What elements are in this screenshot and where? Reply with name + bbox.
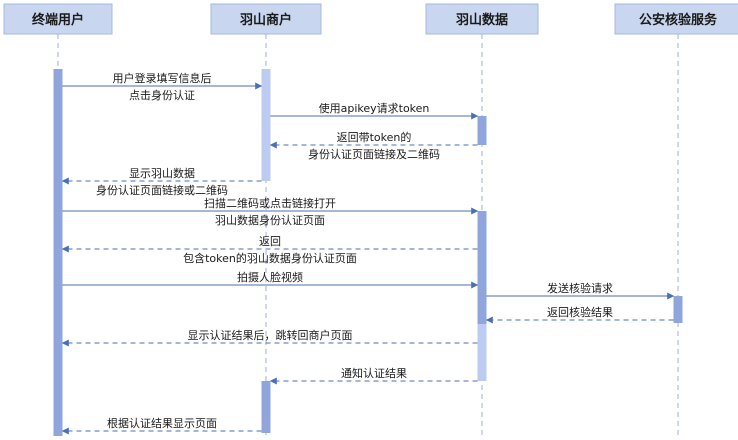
message-label: 发送核验请求 xyxy=(547,281,613,295)
actor-label-merchant: 羽山商户 xyxy=(240,12,292,28)
actor-user: 终端用户 xyxy=(3,3,113,35)
actor-box-merchant xyxy=(210,3,322,35)
actor-yushan: 羽山数据 xyxy=(425,3,539,35)
message-12: 根据认证结果显示页面 xyxy=(61,416,262,435)
message-label: 显示认证结果后，跳转回商户页面 xyxy=(188,328,353,342)
activation-bar-merchant-6 xyxy=(261,381,271,433)
message-label: 通知认证结果 xyxy=(341,366,407,380)
message-label: 身份认证页面链接或二维码 xyxy=(96,183,228,197)
activation-bar-yushan-2 xyxy=(477,116,487,145)
message-label: 根据认证结果显示页面 xyxy=(107,416,217,430)
message-7: 拍摄人脸视频 xyxy=(62,270,479,289)
message-2: 使用apikey请求token xyxy=(270,102,479,120)
message-label: 点击身份认证 xyxy=(129,88,195,102)
message-label: 包含token的羽山数据身份认证页面 xyxy=(183,251,357,265)
message-label: 用户登录填写信息后 xyxy=(113,71,212,85)
actor-police: 公安核验服务 xyxy=(614,3,738,35)
message-11: 通知认证结果 xyxy=(269,366,478,385)
message-label: 返回 xyxy=(259,235,281,248)
message-9: 返回核验结果 xyxy=(485,305,674,324)
actor-label-user: 终端用户 xyxy=(32,12,84,28)
activation-bar-yushan-4 xyxy=(477,324,487,381)
message-label: 拍摄人脸视频 xyxy=(237,270,303,284)
message-8: 发送核验请求 xyxy=(486,281,675,300)
message-10: 显示认证结果后，跳转回商户页面 xyxy=(61,328,478,347)
activation-bar-yushan-3 xyxy=(477,211,487,324)
message-label: 显示羽山数据 xyxy=(129,166,195,180)
message-label: 返回带token的 xyxy=(337,130,412,144)
message-label: 返回核验结果 xyxy=(547,305,613,319)
activation-bar-user-0 xyxy=(53,69,63,436)
activation-bar-merchant-1 xyxy=(261,69,271,181)
actor-label-yushan: 羽山数据 xyxy=(456,12,508,28)
actor-box-yushan xyxy=(425,3,539,35)
message-label: 身份认证页面链接及二维码 xyxy=(308,147,440,161)
message-label: 羽山数据身份认证页面 xyxy=(215,213,325,227)
actor-box-police xyxy=(614,3,738,35)
message-label: 扫描二维码或点击链接打开 xyxy=(204,196,336,210)
actor-box-user xyxy=(3,3,113,35)
activation-bar-police-5 xyxy=(673,296,683,323)
actor-label-police: 公安核验服务 xyxy=(639,12,718,28)
message-label: 使用apikey请求token xyxy=(319,102,430,115)
actor-merchant: 羽山商户 xyxy=(210,3,322,35)
